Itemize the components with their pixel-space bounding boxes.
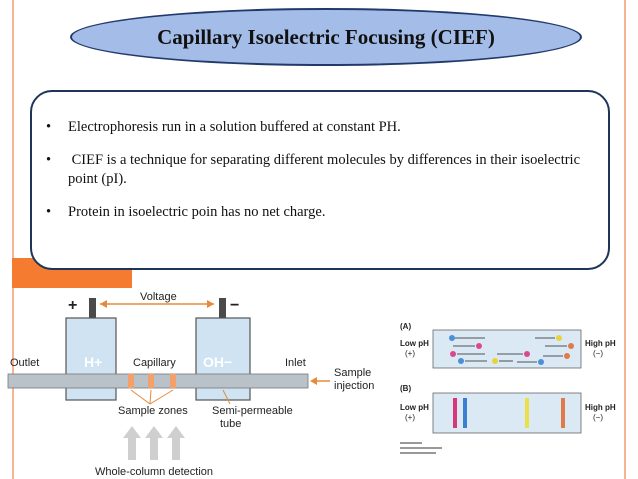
semi-permeable-label: tube — [220, 418, 241, 430]
high-ph-sign: (−) — [593, 413, 603, 422]
outlet-label: Outlet — [10, 357, 39, 369]
sample-zone-band — [128, 374, 134, 388]
tube-pointer — [222, 389, 231, 405]
panel-b-label: (B) — [400, 384, 411, 393]
sample-injection-label: Sample — [334, 367, 371, 379]
low-ph-label: Low pH — [400, 403, 429, 412]
focused-band — [561, 398, 565, 428]
sample-injection-label: injection — [334, 380, 374, 392]
panel-a-label: (A) — [400, 322, 411, 331]
bullet-text: Protein in isoelectric poin has no net c… — [68, 204, 326, 220]
minus-sign: − — [230, 297, 239, 314]
focused-band — [525, 398, 529, 428]
bullet-marker: • — [46, 119, 52, 135]
left-border-rule — [12, 0, 14, 479]
inlet-label: Inlet — [285, 357, 306, 369]
zone-pointer — [149, 389, 174, 405]
injection-arrow-head — [310, 377, 317, 385]
low-ph-label: Low pH — [400, 339, 429, 348]
high-ph-label: High pH — [585, 403, 616, 412]
whole-column-detection-label: Whole-column detection — [95, 466, 213, 478]
sample-zones-label: Sample zones — [118, 405, 188, 417]
bullet-marker: • — [46, 204, 52, 220]
high-ph-sign: (−) — [593, 349, 603, 358]
voltage-label: Voltage — [140, 291, 177, 303]
focused-band — [453, 398, 457, 428]
capillary-label: Capillary — [133, 357, 176, 369]
bullet-text: CIEF is a technique for separating diffe… — [68, 152, 584, 187]
zone-pointer — [149, 389, 152, 405]
high-ph-label: High pH — [585, 339, 616, 348]
h-plus-label: H+ — [84, 354, 102, 370]
title-ellipse: Capillary Isoelectric Focusing (CIEF) — [70, 8, 582, 66]
voltage-arrow-left-head — [100, 300, 107, 308]
focusing-panels-diagram: (A) Low pH (+) High pH (−) (B) Low pH (+… — [400, 322, 616, 454]
bullet-box: • Electrophoresis run in a solution buff… — [30, 90, 610, 270]
panel-b-capillary — [432, 392, 582, 434]
bullet-item: • CIEF is a technique for separating dif… — [46, 151, 584, 189]
bullet-marker: • — [46, 152, 52, 168]
figure-caption-lines — [400, 442, 442, 454]
plus-sign: + — [68, 297, 77, 314]
semi-permeable-label: Semi-permeable — [212, 405, 293, 417]
voltage-arrow-right-head — [207, 300, 214, 308]
low-ph-sign: (+) — [405, 349, 415, 358]
sample-zone-band — [148, 374, 154, 388]
panel-a-capillary — [432, 329, 582, 369]
low-ph-sign: (+) — [405, 413, 415, 422]
focused-band — [463, 398, 467, 428]
migrating-molecules — [449, 335, 574, 365]
oh-minus-label: OH− — [203, 354, 232, 370]
bullet-item: • Protein in isoelectric poin has no net… — [46, 203, 584, 222]
detection-arrows — [123, 426, 185, 460]
sample-zone-band — [170, 374, 176, 388]
zone-pointer — [130, 389, 151, 405]
cief-apparatus-diagram: + − Voltage H+ OH− Outlet Capillary Inle… — [7, 291, 374, 478]
capillary-tube — [7, 373, 309, 389]
bullet-item: • Electrophoresis run in a solution buff… — [46, 118, 584, 137]
right-border-rule — [624, 0, 626, 479]
slide-title: Capillary Isoelectric Focusing (CIEF) — [157, 24, 495, 49]
bullet-text: Electrophoresis run in a solution buffer… — [68, 119, 401, 135]
